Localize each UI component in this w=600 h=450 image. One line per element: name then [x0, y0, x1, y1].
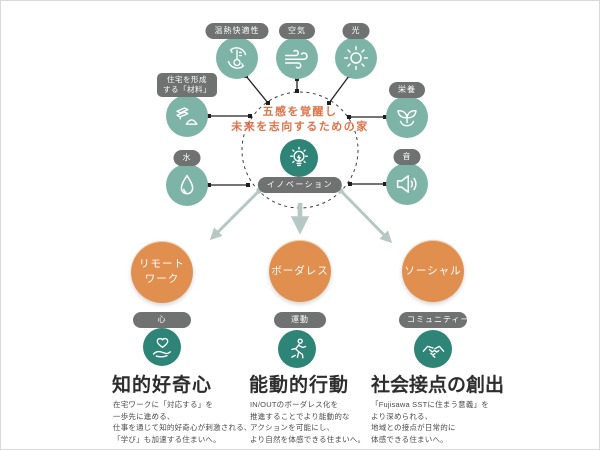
outcome-bubble-remote-work: リモート ワーク	[131, 241, 193, 303]
center-tagline-line2: 未来を志向するための家	[231, 121, 369, 133]
center-tagline-line1: 五感を覚醒し	[262, 106, 338, 118]
sense-label-sound: 音	[393, 149, 421, 165]
body-social-connection: 「Fujisawa SSTに住まう意義」を より深められる、 地域との接点が日常…	[371, 400, 489, 444]
running-person-icon	[290, 337, 306, 358]
sprout-icon	[397, 109, 417, 127]
body-active-action: IN/OUTのボーダレス化を 推進することでより能動的な アクションを可能にし、…	[250, 400, 366, 444]
materials-label-line1: 住宅を形成	[167, 75, 207, 84]
outcome-node-heart	[143, 328, 181, 366]
body-intellectual-curiosity: 在宅ワークに「対応する」を 一歩先に進める、 仕事を通じて知的好奇心が刺激される…	[113, 400, 252, 444]
sense-label-nutrition: 栄養	[389, 82, 425, 98]
tag-exercise: 運動	[274, 312, 326, 328]
outcome-bubble-social: ソーシャル	[402, 240, 464, 302]
sense-node-materials	[166, 95, 208, 137]
materials-icon	[176, 107, 198, 125]
outcome-arrows	[209, 188, 393, 244]
heading-active-action: 能動的行動	[249, 375, 350, 396]
sense-node-nutrition	[386, 96, 428, 138]
outcome-bubble-borderless: ボーダレス	[269, 240, 331, 302]
sense-label-materials: 住宅を形成 する「材料」	[157, 73, 217, 98]
sense-node-light	[335, 37, 377, 79]
sense-node-sound	[386, 163, 428, 205]
lightbulb-icon	[290, 146, 308, 167]
sense-label-thermal-comfort: 温熱快適性	[205, 23, 269, 39]
sun-icon	[344, 46, 368, 70]
tag-heart: 心	[133, 312, 191, 328]
sense-node-water	[166, 164, 208, 206]
innovation-hub-node	[280, 139, 318, 177]
sense-label-water: 水	[173, 150, 201, 166]
innovation-label: イノベーション	[257, 177, 343, 193]
handshake-icon	[422, 345, 444, 358]
sense-node-thermal-comfort	[216, 37, 258, 79]
water-drop-icon	[180, 174, 194, 195]
outcome-node-community	[414, 330, 452, 368]
sense-node-air	[276, 37, 318, 79]
materials-label-line2: する「材料」	[163, 85, 211, 95]
wind-icon	[285, 49, 308, 69]
sense-label-light: 光	[342, 23, 370, 39]
sense-label-air: 空気	[279, 23, 315, 39]
heading-intellectual-curiosity: 知的好奇心	[112, 375, 213, 396]
thermometer-cycle-icon	[227, 47, 247, 69]
heart-in-hand-icon	[152, 337, 171, 357]
outcome-node-exercise	[278, 330, 316, 368]
heading-social-connection: 社会接点の創出	[371, 375, 505, 396]
speaker-icon	[396, 175, 417, 193]
tag-community: コミュニティー	[399, 312, 469, 328]
